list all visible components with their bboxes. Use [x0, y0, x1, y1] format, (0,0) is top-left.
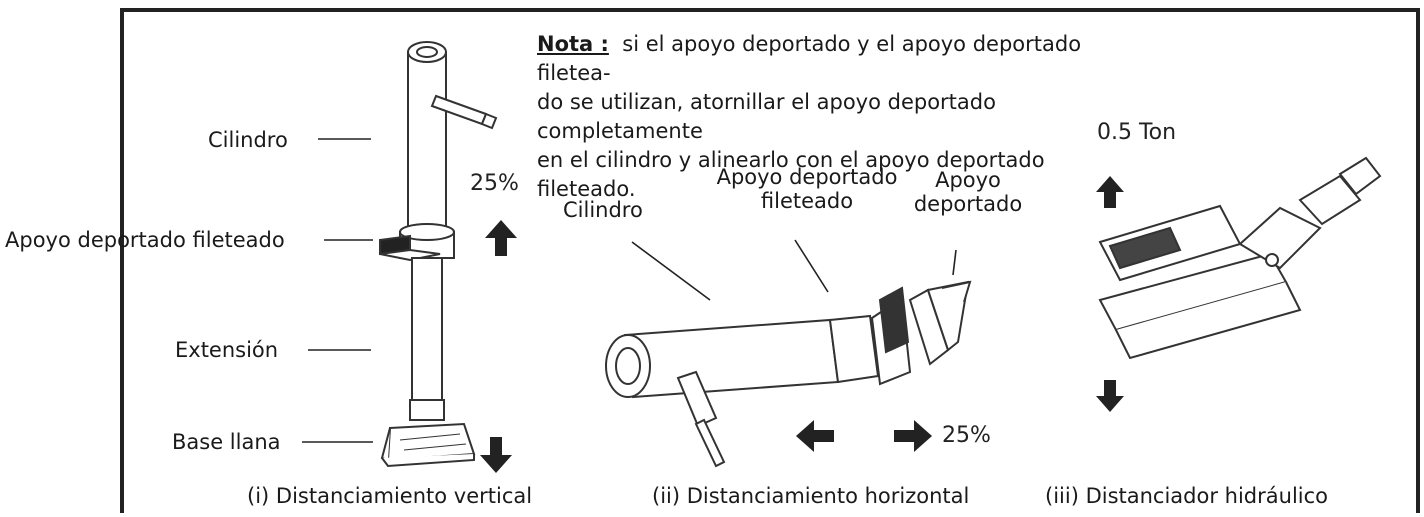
- label-threaded-saddle: Apoyo deportado fileteado: [5, 228, 285, 252]
- h-saddle-leader-line: [952, 249, 957, 276]
- horizontal-percent: 25%: [942, 423, 991, 448]
- h-cylinder-leader-line: [631, 241, 711, 301]
- caption-hydraulic: (iii) Distanciador hidráulico: [1045, 484, 1329, 508]
- diagram-frame: [120, 8, 1420, 513]
- caption-horizontal: (ii) Distanciamiento horizontal: [652, 484, 970, 508]
- note-line-3: en el cilindro y alinearlo con el apoyo …: [537, 148, 1045, 201]
- horizontal-cylinder-illustration: [605, 314, 880, 399]
- note-line-1: si el apoyo deportado y el apoyo deporta…: [537, 32, 1082, 85]
- caption-vertical: (i) Distanciamiento vertical: [247, 484, 533, 508]
- label-cylinder: Cilindro: [208, 128, 288, 152]
- down-arrow-icon: [480, 437, 512, 473]
- vertical-cylinder-illustration: [407, 41, 498, 233]
- label-h-threaded-saddle: Apoyo deportado fileteado: [692, 165, 922, 213]
- label-h-cylinder: Cilindro: [563, 198, 643, 222]
- right-arrow-icon: [894, 420, 932, 452]
- h-threaded-saddle-leader-line: [794, 239, 829, 293]
- label-h-saddle: Apoyo deportado: [897, 168, 1039, 216]
- label-h-threaded-saddle-line-2: fileteado: [760, 189, 854, 213]
- note-title: Nota :: [537, 32, 609, 56]
- up-arrow-icon: [1096, 176, 1124, 208]
- vertical-saddle-illustration: [379, 223, 455, 262]
- note-block: Nota : si el apoyo deportado y el apoyo …: [537, 30, 1137, 204]
- hydraulic-capacity: 0.5 Ton: [1097, 120, 1177, 145]
- label-h-saddle-line-2: deportado: [913, 192, 1023, 216]
- vertical-extension-illustration: [409, 257, 445, 421]
- label-h-threaded-saddle-line-1: Apoyo deportado: [716, 165, 898, 189]
- down-arrow-icon: [1096, 380, 1124, 412]
- label-h-saddle-line-1: Apoyo: [935, 168, 1001, 192]
- horizontal-coupler-illustration: [676, 370, 726, 468]
- label-flat-base: Base llana: [172, 430, 281, 454]
- hydraulic-spreader-illustration: [1098, 156, 1382, 360]
- label-extension: Extensión: [175, 338, 279, 362]
- left-arrow-icon: [796, 420, 834, 452]
- up-arrow-icon: [485, 220, 517, 256]
- note-line-2: do se utilizan, atornillar el apoyo depo…: [537, 90, 996, 143]
- vertical-percent: 25%: [470, 171, 519, 196]
- horizontal-threaded-saddle-illustration: [870, 286, 912, 386]
- vertical-base-illustration: [380, 422, 476, 468]
- horizontal-saddle-illustration: [908, 280, 972, 366]
